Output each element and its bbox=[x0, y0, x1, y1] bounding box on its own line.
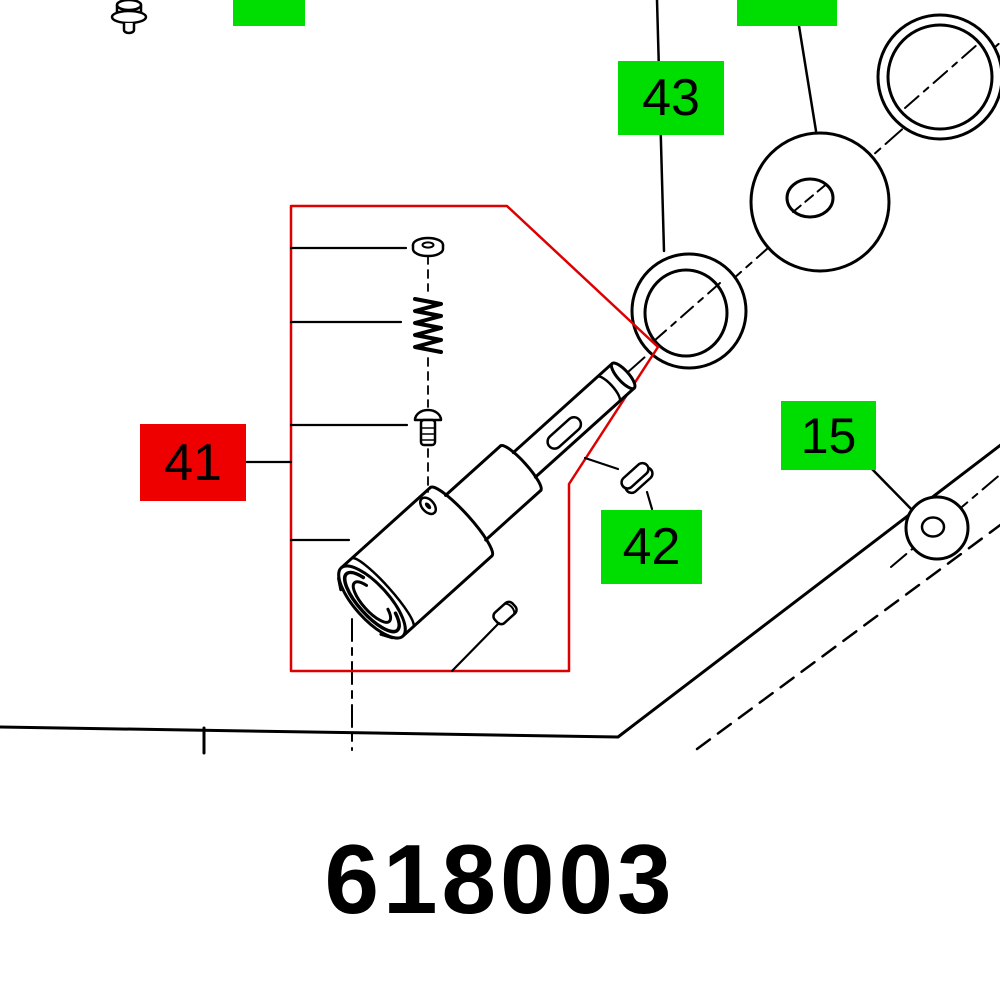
frame-outline-lines bbox=[0, 443, 1000, 755]
part-badge-label: 41 bbox=[164, 433, 222, 492]
spacer-ring-drawing bbox=[630, 252, 748, 370]
large-washer-drawing bbox=[749, 131, 891, 273]
part-badge-41-selected[interactable]: 41 bbox=[140, 424, 246, 501]
part-badge-cut-top-right[interactable] bbox=[737, 0, 837, 26]
part-41-highlight-outline bbox=[289, 204, 660, 673]
part-badge-43[interactable]: 43 bbox=[618, 61, 724, 135]
small-screw-drawing bbox=[413, 408, 443, 447]
part-badge-label: 15 bbox=[800, 407, 857, 464]
spring-drawing bbox=[413, 297, 443, 354]
part-badge-42[interactable]: 42 bbox=[601, 510, 702, 584]
top-screw-drawing bbox=[110, 0, 148, 35]
part-badge-label: 43 bbox=[642, 69, 700, 127]
part-badge-label: 42 bbox=[622, 518, 681, 576]
keyway-slot bbox=[546, 415, 583, 450]
spindle-assembly-drawing bbox=[337, 361, 637, 640]
key-drawing bbox=[620, 461, 654, 495]
center-axis-dashed-lines bbox=[351, 41, 1000, 751]
leader-lines bbox=[244, 246, 654, 673]
small-washer-drawing bbox=[411, 236, 445, 258]
part-badge-cut-top-left[interactable] bbox=[233, 0, 305, 26]
document-part-number: 618003 bbox=[324, 824, 676, 934]
part-badge-15[interactable]: 15 bbox=[781, 401, 876, 470]
pin-drawing bbox=[492, 600, 518, 626]
retaining-ring-drawing bbox=[876, 13, 1000, 141]
small-bearing-drawing bbox=[904, 495, 970, 561]
